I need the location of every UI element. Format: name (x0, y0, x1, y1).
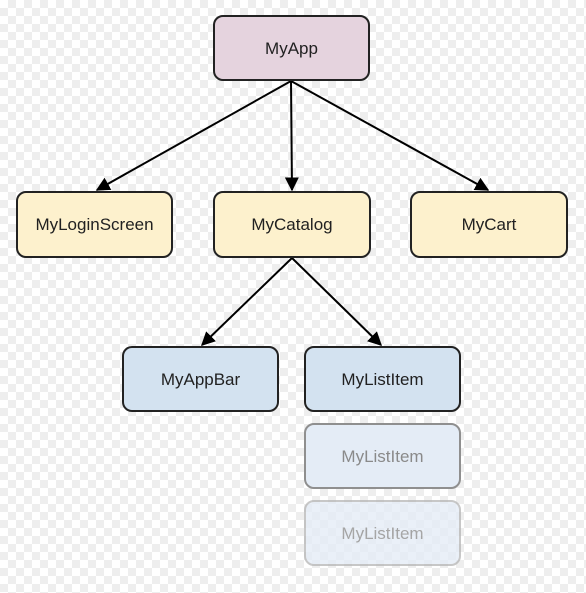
node-mycart: MyCart (410, 191, 568, 258)
node-mylistitem-box (304, 346, 461, 412)
edge-mycatalog-to-mylistitem (291, 257, 383, 346)
node-myappbar-label: MyAppBar (161, 370, 241, 389)
node-mycatalog: MyCatalog (213, 191, 371, 258)
node-mycart-box (410, 191, 568, 258)
node-mylistitem-ghost-1-label: MyListItem (341, 447, 423, 466)
node-mylistitem-ghost-1: MyListItem (304, 423, 461, 489)
node-myloginscreen-label: MyLoginScreen (35, 215, 153, 234)
edge-myapp-to-mycatalog (284, 80, 299, 192)
node-myappbar: MyAppBar (122, 346, 279, 412)
edges (95, 80, 490, 346)
node-myloginscreen: MyLoginScreen (16, 191, 173, 258)
node-myapp-box (213, 15, 370, 81)
node-myapp: MyApp (213, 15, 370, 81)
node-myappbar-box (122, 346, 279, 412)
node-mylistitem-label: MyListItem (341, 370, 423, 389)
node-mylistitem-ghost-2: MyListItem (304, 500, 461, 566)
node-mylistitem-ghost-2-label: MyListItem (341, 524, 423, 543)
node-mylistitem-ghost-2-box (304, 500, 461, 566)
node-mycatalog-label: MyCatalog (251, 215, 332, 234)
node-mylistitem-ghost-1-box (304, 423, 461, 489)
node-myloginscreen-box (16, 191, 173, 258)
node-mycart-label: MyCart (462, 215, 517, 234)
edge-myapp-to-myloginscreen (95, 80, 292, 191)
edge-mycatalog-to-myappbar (200, 257, 293, 346)
node-mylistitem: MyListItem (304, 346, 461, 412)
edge-myapp-to-mycart (290, 80, 490, 191)
node-mycatalog-box (213, 191, 371, 258)
node-myapp-label: MyApp (265, 39, 318, 58)
